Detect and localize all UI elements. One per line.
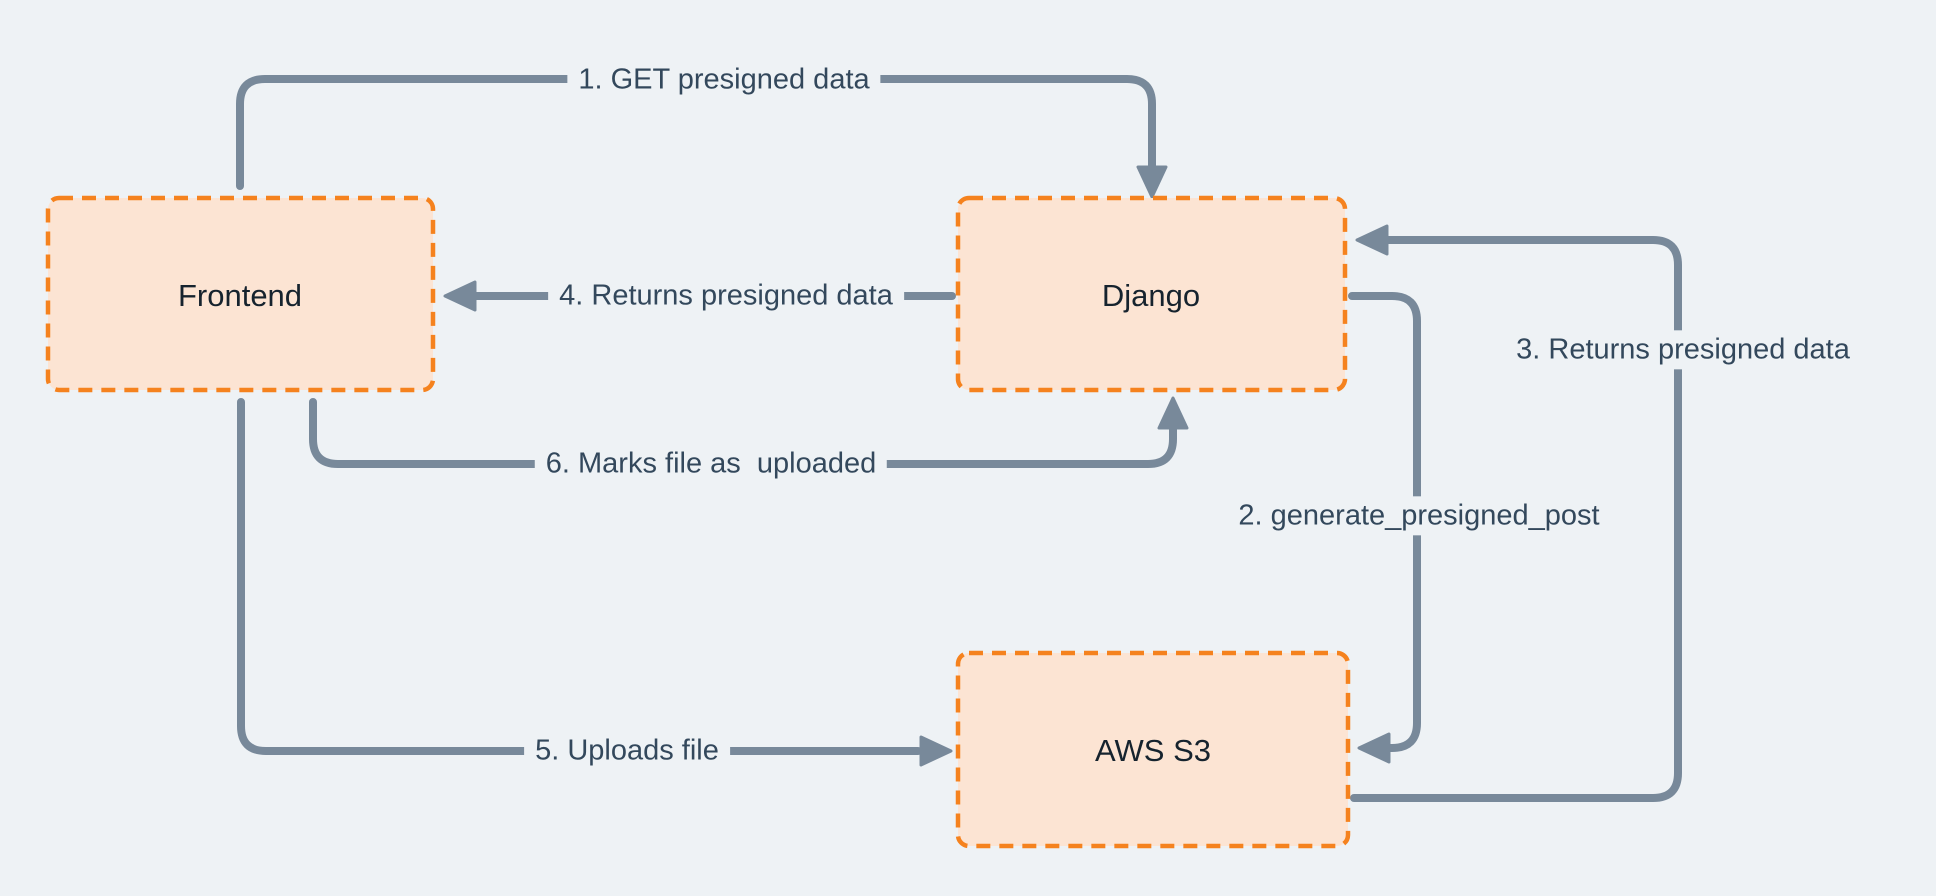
- edge-4-arrowhead-left-icon: [443, 280, 477, 312]
- aws-s3-node-label: AWS S3: [1095, 733, 1211, 769]
- edge-3-returns-presigned-data-path: [1350, 236, 1682, 802]
- edge-5-label: 5. Uploads file: [524, 731, 730, 771]
- edge-3-label: 3. Returns presigned data: [1505, 330, 1861, 370]
- edge-5-arrowhead-right-icon: [919, 735, 953, 767]
- edge-5-uploads-file-path: [237, 398, 922, 755]
- edge-2-label: 2. generate_presigned_post: [1227, 496, 1611, 536]
- frontend-node-label: Frontend: [177, 278, 303, 314]
- frontend-node: [45, 195, 436, 393]
- edge-6-arrowhead-up-icon: [1157, 396, 1189, 430]
- edge-6-label: 6. Marks file as uploaded: [534, 444, 888, 484]
- edge-4-label: 4. Returns presigned data: [548, 276, 904, 316]
- edge-2-arrowhead-left-icon: [1357, 732, 1391, 764]
- django-node: [955, 195, 1348, 393]
- aws-s3-node: [955, 650, 1351, 849]
- edge-1-arrowhead-down-icon: [1136, 165, 1168, 199]
- edge-1-label: 1. GET presigned data: [567, 60, 881, 100]
- edge-3-arrowhead-left-icon: [1355, 224, 1389, 256]
- django-node-label: Django: [1101, 278, 1201, 314]
